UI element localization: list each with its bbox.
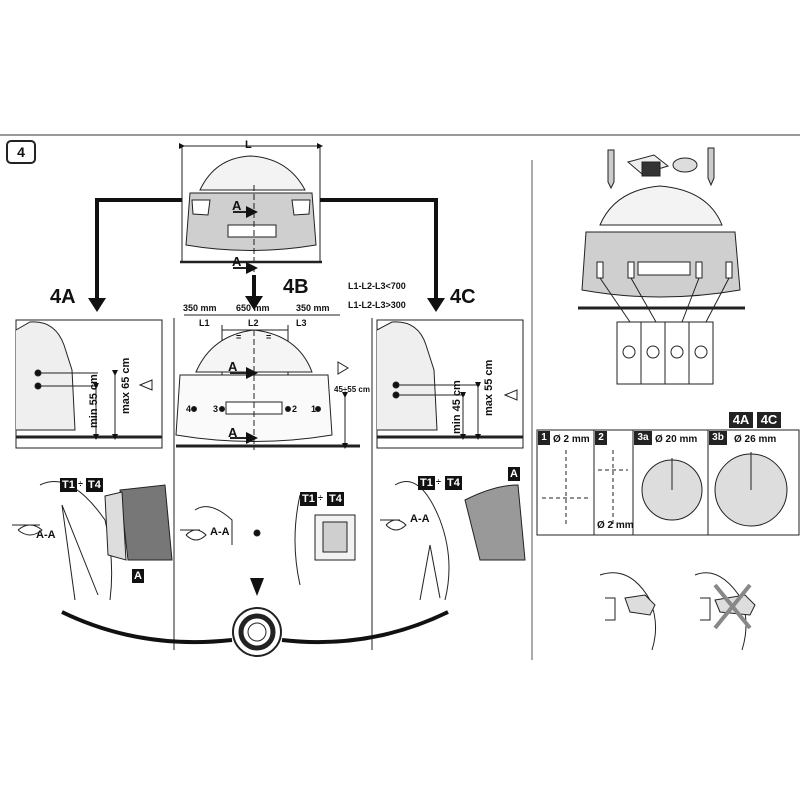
section-label-center: A-A — [210, 526, 230, 538]
panel-4c-side-view — [376, 319, 524, 449]
section-label-right: A-A — [410, 513, 430, 525]
4a-max-height: max 65 cm — [120, 357, 132, 414]
routing-arrowheads — [88, 296, 445, 312]
tool-t4: T4 — [86, 478, 103, 492]
4a-min-height: min 55 cm — [88, 374, 100, 428]
variant-4b-label: 4B — [283, 276, 309, 298]
drill-badge-4c: 4C — [757, 412, 781, 428]
marker-a-left: A — [132, 569, 144, 583]
section-label-left: A-A — [36, 529, 56, 541]
drill-step-1-num: 1 — [538, 431, 550, 445]
panel-4b-rear-view — [173, 314, 373, 650]
4c-max-height: max 55 cm — [483, 359, 495, 416]
tool-t1: T1 — [300, 492, 317, 506]
tools-row — [607, 147, 715, 190]
lamp-detail-left — [12, 481, 173, 601]
ring-pointer — [250, 578, 264, 596]
drill-step-3a-num: 3a — [634, 431, 652, 445]
top-arrow-label-lower: A — [232, 254, 242, 269]
height-range-label: 45÷55 cm — [334, 385, 370, 394]
panel-4a-side-view — [15, 319, 163, 449]
drill-step-3b-num: 3b — [709, 431, 727, 445]
dim-l3-value: 350 mm — [296, 303, 330, 313]
rear-arrow-label-upper: A — [228, 359, 238, 374]
rear-arrow-label-lower: A — [228, 425, 238, 440]
grommet-ring — [232, 607, 282, 657]
lamp-position-1: 1 — [311, 404, 317, 414]
tool-range-sep: ÷ — [78, 479, 83, 489]
drill-step-2-num: 2 — [595, 431, 607, 445]
lamp-detail-right — [380, 481, 526, 601]
drill-step-3b-size: Ø 26 mm — [734, 434, 777, 445]
condition-line-1: L1-L2-L3<700 — [348, 281, 406, 291]
top-arrow-label-upper: A — [232, 198, 242, 213]
dim-l3-label: L3 — [296, 318, 307, 328]
tool-range-sep: ÷ — [318, 493, 323, 503]
tool-range-sep: ÷ — [436, 477, 441, 487]
4c-min-height: min 45 cm — [451, 380, 463, 434]
condition-line-2: L1-L2-L3>300 — [348, 300, 406, 310]
drill-step-1-size: Ø 2 mm — [553, 434, 590, 445]
width-label: L — [245, 139, 252, 151]
drill-steps-grid — [536, 429, 800, 536]
connecting-arcs — [61, 610, 449, 645]
dim-l1-value: 350 mm — [183, 303, 217, 313]
rear-car-lamp-positions — [578, 185, 745, 385]
equal-mark-left: = — [236, 332, 242, 342]
drill-badge-4a: 4A — [729, 412, 753, 428]
marker-a-right: A — [508, 467, 520, 481]
variant-4c-label: 4C — [450, 286, 476, 308]
tool-t4: T4 — [445, 476, 462, 490]
tool-t1: T1 — [418, 476, 435, 490]
dim-l1-label: L1 — [199, 318, 210, 328]
drill-step-2-size: Ø 2 mm — [597, 520, 634, 531]
drill-usage-illustrations — [599, 572, 756, 651]
step-number-badge: 4 — [6, 140, 36, 164]
dim-l2-label: L2 — [248, 318, 259, 328]
drill-step-3a-size: Ø 20 mm — [655, 434, 698, 445]
lamp-position-2: 2 — [292, 404, 298, 414]
routing-arrows — [95, 198, 438, 300]
tool-t4: T4 — [327, 492, 344, 506]
tool-t1: T1 — [60, 478, 77, 492]
lamp-position-3: 3 — [213, 404, 219, 414]
lamp-position-4: 4 — [186, 404, 192, 414]
equal-mark-right: = — [266, 332, 272, 342]
lamp-detail-center — [180, 494, 356, 586]
dim-l2-value: 650 mm — [236, 303, 270, 313]
top-car-rear — [179, 143, 323, 275]
variant-4a-label: 4A — [50, 286, 76, 308]
